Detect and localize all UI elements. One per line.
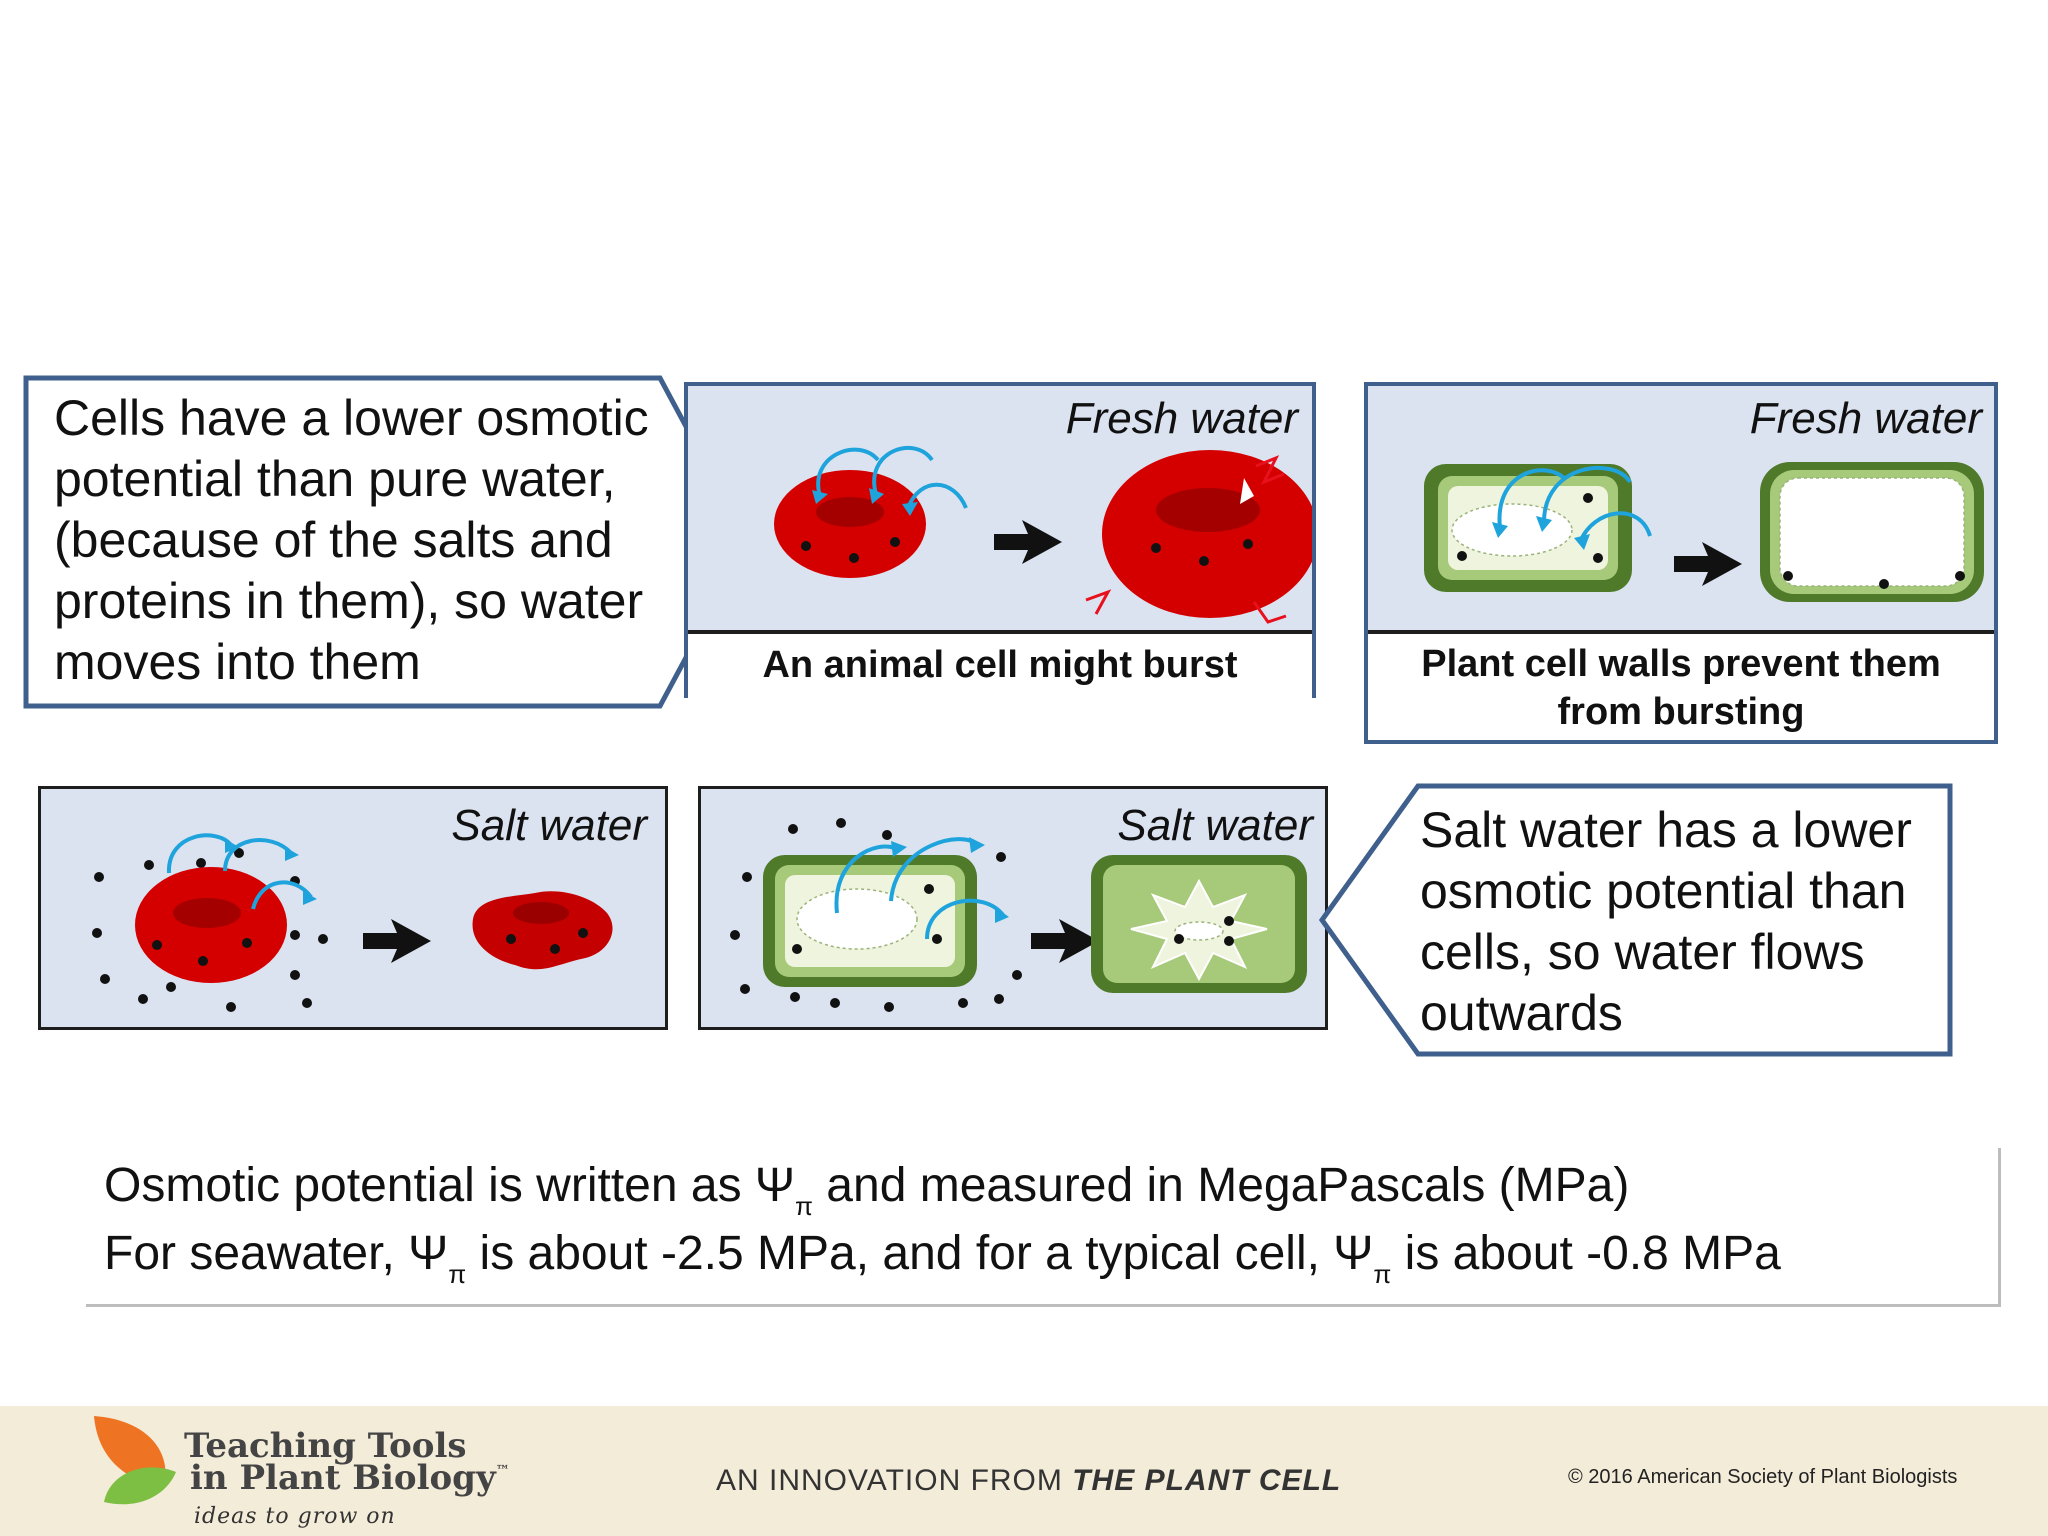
logo-tagline: ideas to grow on — [194, 1504, 396, 1529]
env-label-fresh-animal: Fresh water — [1065, 394, 1298, 443]
salt-particles-icon — [730, 818, 1022, 1012]
panel-plant-salt: Salt water — [698, 786, 1328, 1030]
env-label-fresh-plant: Fresh water — [1749, 394, 1982, 443]
psi-subscript: π — [795, 1191, 813, 1221]
caption-plant-fresh-line2: from bursting — [1557, 691, 1805, 733]
copyright-text: © 2016 American Society of Plant Biologi… — [1568, 1466, 1958, 1488]
animal-salt-diagram — [92, 833, 613, 1012]
note-line-1: Osmotic potential is written as Ψπ and m… — [104, 1159, 1630, 1221]
footer-bar: Teaching Tools in Plant Biology™ ideas t… — [0, 1406, 2048, 1536]
burst-marks-icon — [1085, 455, 1287, 624]
red-blood-cell-icon — [135, 867, 287, 983]
water-arrows-icon — [816, 445, 968, 509]
shrunken-cell-icon — [472, 891, 613, 970]
env-label-salt-plant: Salt water — [1117, 801, 1313, 850]
water-arrows-icon — [1497, 465, 1652, 543]
swollen-cell-icon — [1102, 450, 1312, 618]
panel-animal-salt: Salt water — [38, 786, 668, 1030]
transition-arrow-icon — [1674, 542, 1742, 586]
caption-plant-fresh: Plant cell walls prevent them from burst… — [1368, 630, 1994, 740]
transition-arrow-icon — [1031, 919, 1099, 963]
plant-cell-icon — [763, 855, 977, 987]
journal-name: THE PLANT CELL — [1072, 1464, 1342, 1497]
red-blood-cell-icon — [774, 470, 926, 578]
psi-subscript: π — [448, 1259, 467, 1289]
animal-fresh-diagram — [774, 445, 1312, 624]
logo-trademark: ™ — [495, 1463, 510, 1479]
logo-line-1: Teaching Tools — [184, 1426, 467, 1466]
plant-cell-icon — [1424, 464, 1632, 592]
salt-callout-text: Salt water has a lower osmotic potential… — [1420, 802, 1912, 1041]
psi-subscript: π — [1373, 1259, 1392, 1289]
plant-fresh-diagram — [1424, 462, 1984, 602]
caption-animal-fresh: An animal cell might burst — [688, 630, 1312, 698]
salt-callout-shape — [1318, 783, 1953, 1057]
turgid-plant-cell-icon — [1760, 462, 1984, 602]
fresh-callout-text: Cells have a lower osmotic potential tha… — [54, 390, 649, 690]
logo-line-2: in Plant Biology™ — [190, 1458, 510, 1498]
panel-plant-fresh: Fresh water Plant cell walls prevent the… — [1364, 382, 1998, 744]
plasmolyzed-plant-cell-icon — [1091, 855, 1307, 993]
transition-arrow-icon — [994, 520, 1062, 564]
plant-salt-diagram — [730, 818, 1307, 1012]
env-label-salt-animal: Salt water — [451, 801, 647, 850]
note-line-2: For seawater, Ψπ is about -2.5 MPa, and … — [104, 1227, 1781, 1289]
osmotic-note-box — [86, 1148, 2001, 1307]
caption-plant-fresh-line1: Plant cell walls prevent them — [1421, 643, 1941, 685]
transition-arrow-icon — [363, 919, 431, 963]
panel-animal-fresh: Fresh water An animal cell might burst — [684, 382, 1316, 698]
innovation-line: AN INNOVATION FROM THE PLANT CELL — [716, 1464, 1342, 1497]
salt-particles-icon — [92, 848, 328, 1012]
leaf-logo-icon — [94, 1416, 176, 1505]
